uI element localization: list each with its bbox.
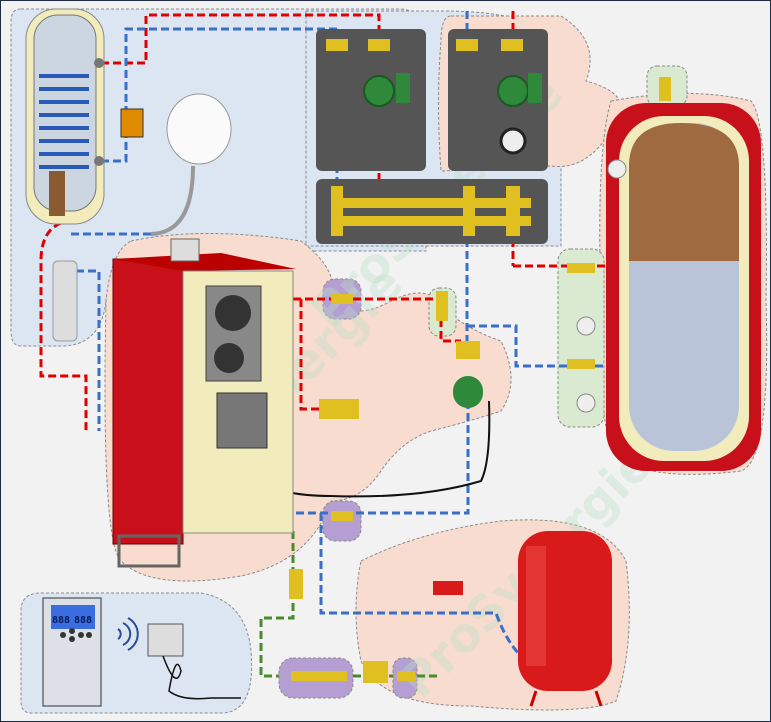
sensor-probe-cable: [162, 655, 241, 700]
circulator-pump-boiler: [453, 376, 483, 408]
thermometers: [576, 159, 627, 413]
mixing-valve: [456, 341, 480, 359]
thermostatic-valve: [319, 399, 359, 419]
pipe-supply-left: [39, 221, 88, 431]
controller-display-right: 888: [74, 615, 92, 626]
ball-valves: [291, 263, 595, 683]
dhw-cylinder: [25, 8, 105, 225]
pipe-return-vessel: [319, 513, 523, 658]
flexible-hose: [150, 165, 195, 236]
pump-group-heating: [448, 29, 548, 171]
pipe-supply-dhw: [101, 13, 381, 65]
controller-display-left: 888: [52, 615, 70, 626]
electric-heater: [49, 171, 65, 216]
pump-group-dhw: [316, 29, 426, 171]
safety-group: [52, 260, 78, 342]
hydraulic-manifold: [316, 179, 548, 244]
vessel-safety-valve: [433, 581, 463, 595]
boiler: [112, 238, 296, 568]
wireless-signal-icon: [117, 617, 139, 651]
expansion-vessel-large: [518, 531, 612, 707]
air-vent: [659, 77, 671, 101]
pipe-supply-boiler-2: [299, 299, 321, 411]
zone-thermometers-green: [557, 248, 605, 428]
controller: 888 888: [42, 597, 102, 707]
buffer-tank: [606, 77, 761, 471]
wireless-sensor: [147, 623, 184, 657]
expansion-vessel-small: [166, 93, 232, 165]
dhw-coil: [39, 74, 89, 169]
thermostat-box: [120, 108, 144, 138]
safety-valve: [289, 569, 303, 599]
pipe-return-left: [71, 232, 151, 431]
